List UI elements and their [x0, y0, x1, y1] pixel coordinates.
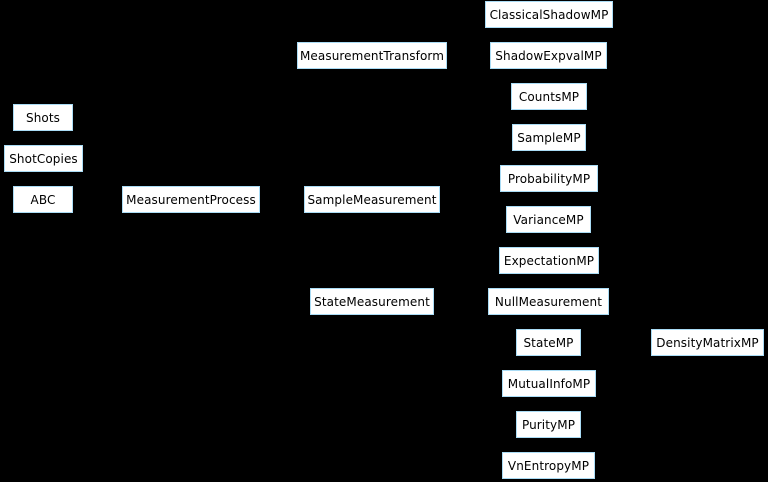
class-node-mutual_info_mp[interactable]: MutualInfoMP	[502, 370, 596, 397]
inheritance-edge	[434, 260, 494, 302]
class-node-label: ExpectationMP	[503, 253, 595, 268]
class-node-label: ABC	[30, 192, 56, 207]
inheritance-edge	[440, 137, 507, 200]
class-node-label: VarianceMP	[513, 212, 584, 227]
class-node-label: StateMP	[523, 335, 574, 350]
class-node-null_measurement[interactable]: NullMeasurement	[488, 288, 609, 315]
class-node-label: MeasurementTransform	[299, 48, 445, 63]
inheritance-edge	[434, 178, 495, 302]
class-node-shadow_expval_mp[interactable]: ShadowExpvalMP	[490, 42, 607, 69]
class-node-state_measurement[interactable]: StateMeasurement	[310, 288, 434, 315]
class-node-counts_mp[interactable]: CountsMP	[511, 83, 587, 110]
class-node-shot_copies[interactable]: ShotCopies	[4, 145, 83, 172]
class-node-classical_shadow_mp[interactable]: ClassicalShadowMP	[485, 1, 613, 28]
class-node-measurement_transform[interactable]: MeasurementTransform	[297, 42, 447, 69]
class-node-label: Shots	[25, 110, 61, 125]
class-node-probability_mp[interactable]: ProbabilityMP	[500, 165, 598, 192]
class-node-label: MutualInfoMP	[507, 376, 591, 391]
inheritance-edge	[260, 55, 292, 200]
class-node-measurement_process[interactable]: MeasurementProcess	[122, 186, 260, 213]
class-node-label: ShotCopies	[9, 151, 78, 166]
inheritance-edge	[440, 199, 494, 261]
inheritance-edge	[434, 301, 511, 425]
class-node-label: SampleMeasurement	[307, 192, 437, 207]
class-node-label: ProbabilityMP	[507, 171, 591, 186]
class-node-sample_measurement[interactable]: SampleMeasurement	[304, 186, 440, 213]
inheritance-edge	[440, 96, 506, 200]
class-node-label: MeasurementProcess	[126, 192, 256, 207]
class-node-label: DensityMatrixMP	[656, 335, 759, 350]
inheritance-edge	[440, 55, 485, 200]
inheritance-edge	[260, 199, 305, 302]
class-node-label: VnEntropyMP	[507, 458, 590, 473]
class-node-sample_mp[interactable]: SampleMP	[512, 124, 586, 151]
class-node-shots[interactable]: Shots	[13, 104, 73, 131]
class-node-label: SampleMP	[517, 130, 581, 145]
inheritance-edge	[434, 301, 497, 466]
class-node-vn_entropy_mp[interactable]: VnEntropyMP	[502, 452, 595, 479]
inheritance-edge	[440, 199, 501, 220]
class-node-label: NullMeasurement	[494, 294, 603, 309]
class-node-expectation_mp[interactable]: ExpectationMP	[499, 247, 599, 274]
class-node-purity_mp[interactable]: PurityMP	[516, 411, 581, 438]
class-node-density_matrix_mp[interactable]: DensityMatrixMP	[651, 329, 764, 356]
class-node-label: ClassicalShadowMP	[489, 7, 609, 22]
inheritance-edge	[447, 14, 480, 56]
class-node-label: ShadowExpvalMP	[495, 48, 602, 63]
class-node-label: StateMeasurement	[314, 294, 430, 309]
class-node-abc[interactable]: ABC	[13, 186, 73, 213]
class-node-label: CountsMP	[518, 89, 580, 104]
inheritance-edge	[83, 158, 117, 200]
inheritance-edge	[440, 178, 495, 200]
class-node-variance_mp[interactable]: VarianceMP	[506, 206, 591, 233]
class-node-label: PurityMP	[521, 417, 576, 432]
class-node-state_mp[interactable]: StateMP	[516, 329, 581, 356]
